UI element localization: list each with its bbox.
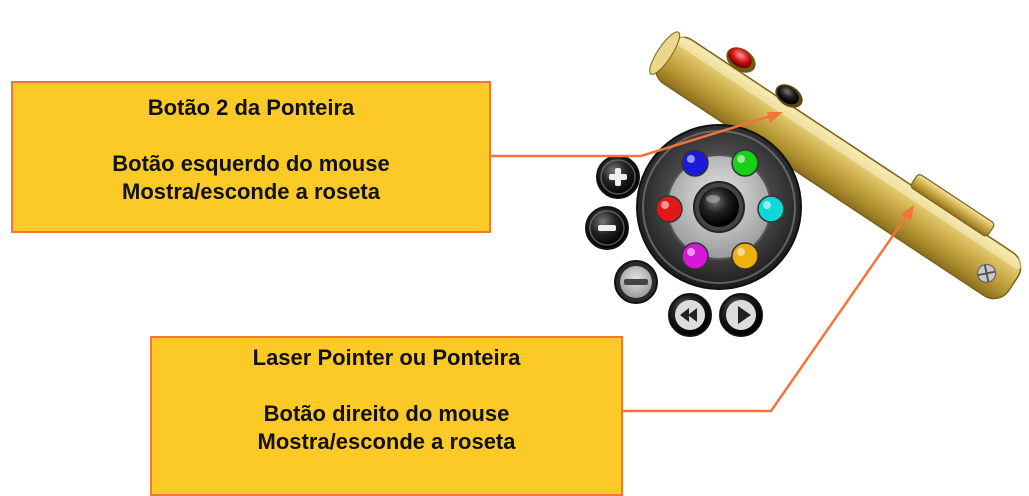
callout-line: Mostra/esconde a roseta [257,429,516,454]
spacer [152,372,621,400]
color-dot-red[interactable] [655,195,683,223]
callout-title: Laser Pointer ou Ponteira [252,345,521,370]
color-dot-blue[interactable] [681,149,709,177]
pen-button-1-icon [726,47,756,73]
callout-pointer: Laser Pointer ou Ponteira Botão direito … [150,336,623,496]
rosette [636,124,802,290]
color-dot-orange[interactable] [731,242,759,270]
leader-line-pointer [622,205,914,413]
zoom-in-icon[interactable] [596,155,640,199]
diagram-scene [491,31,1023,413]
callout-title: Botão 2 da Ponteira [147,95,355,120]
callout-line: Botão direito do mouse [263,401,510,426]
center-button-icon[interactable] [693,181,745,233]
minus-icon[interactable] [614,260,658,304]
callout-button2: Botão 2 da Ponteira Botão esquerdo do mo… [11,81,491,233]
leader-line-button2 [491,112,783,158]
zoom-out-icon[interactable] [585,206,629,250]
color-dot-green[interactable] [731,149,759,177]
rewind-icon[interactable] [668,293,712,337]
callout-line: Mostra/esconde a roseta [122,179,380,204]
callout-line: Botão esquerdo do mouse [112,151,390,176]
forward-icon[interactable] [719,293,763,337]
pen-button-2-icon [775,84,803,108]
color-dot-cyan[interactable] [757,195,785,223]
color-dot-magenta[interactable] [681,242,709,270]
spacer [13,122,489,150]
laser-pointer-icon [649,31,1023,300]
